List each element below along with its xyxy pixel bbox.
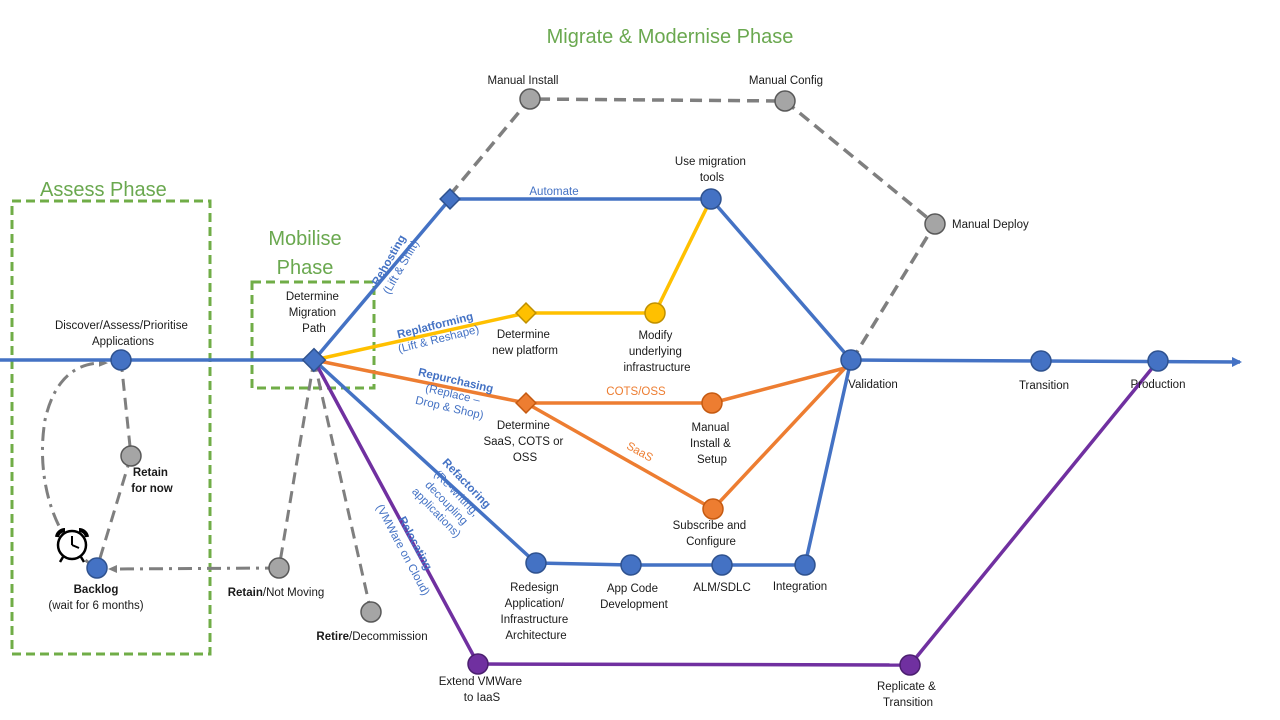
- label-retire: Retire/Decommission: [316, 631, 427, 643]
- node-alm[interactable]: [711, 554, 733, 576]
- label-determine-path: Determine Migration Path: [286, 291, 342, 335]
- node-determine-saas-diamond[interactable]: [515, 392, 537, 414]
- node-production[interactable]: [1147, 350, 1169, 372]
- node-extend-vmware[interactable]: [467, 653, 489, 675]
- label-extend-vmware: Extend VMWare to IaaS: [439, 676, 526, 704]
- label-retain-not-moving: Retain/Not Moving: [228, 587, 325, 599]
- label-alm: ALM/SDLC: [693, 582, 751, 594]
- node-subscribe-configure[interactable]: [702, 498, 724, 520]
- node-use-migration-tools[interactable]: [700, 188, 722, 210]
- label-integration: Integration: [773, 581, 827, 593]
- label-determine-saas: Determine SaaS, COTS or OSS: [483, 420, 566, 464]
- node-discover[interactable]: [110, 349, 132, 371]
- dashed-retain-retire: [95, 359, 373, 613]
- label-manual-install: Manual Install: [488, 75, 559, 87]
- label-manual-config: Manual Config: [749, 75, 823, 87]
- label-use-migration-tools: Use migration tools: [675, 156, 749, 184]
- assess-phase-title: Assess Phase: [40, 179, 167, 201]
- label-modify-infra: Modify underlying infrastructure: [623, 330, 690, 374]
- node-manual-deploy[interactable]: [924, 213, 946, 235]
- node-redesign[interactable]: [525, 552, 547, 574]
- label-transition: Transition: [1019, 380, 1069, 392]
- label-manual-deploy: Manual Deploy: [952, 219, 1029, 231]
- node-determine-path-diamond[interactable]: [301, 347, 327, 373]
- node-validation[interactable]: [840, 349, 862, 371]
- node-manual-install-setup[interactable]: [701, 392, 723, 414]
- node-retain-for-now[interactable]: [120, 445, 142, 467]
- assess-phase-box: [10, 199, 212, 656]
- node-retain-not-moving[interactable]: [268, 557, 290, 579]
- label-retain-for-now: Retain for now: [131, 467, 173, 495]
- node-manual-config[interactable]: [774, 90, 796, 112]
- mobilise-phase-box: [250, 280, 376, 390]
- label-determine-platform: Determine new platform: [492, 329, 558, 357]
- label-validation: Validation: [848, 379, 898, 391]
- node-backlog[interactable]: [86, 557, 108, 579]
- node-replicate[interactable]: [899, 654, 921, 676]
- node-determine-platform-diamond[interactable]: [515, 302, 537, 324]
- label-subscribe-configure: Subscribe and Configure: [673, 520, 750, 548]
- label-manual-install-setup: Manual Install & Setup: [690, 422, 734, 466]
- orange-paths: [313, 358, 847, 511]
- path-label-refactoring: Refactoring (Re-writing, decoupling appl…: [409, 457, 492, 541]
- edge-label-automate: Automate: [529, 186, 578, 198]
- purple-paths: [312, 359, 1160, 667]
- yellow-paths: [313, 198, 713, 362]
- edge-label-cots-oss: COTS/OSS: [606, 386, 666, 398]
- label-backlog-sub: (wait for 6 months): [48, 600, 143, 612]
- migrate-phase-title: Migrate & Modernise Phase: [547, 26, 794, 48]
- label-production: Production: [1131, 379, 1186, 391]
- node-retire[interactable]: [360, 601, 382, 623]
- node-transition[interactable]: [1030, 350, 1052, 372]
- node-manual-install[interactable]: [519, 88, 541, 110]
- node-modify-infra[interactable]: [644, 302, 666, 324]
- label-app-code: App Code Development: [600, 583, 669, 611]
- label-redesign: Redesign Application/ Infrastructure Arc…: [501, 582, 572, 642]
- label-backlog: Backlog: [74, 584, 119, 596]
- alarm-clock-icon: [55, 527, 89, 563]
- label-replicate: Replicate & Transition: [877, 681, 939, 709]
- label-discover: Discover/Assess/Prioritise Applications: [55, 320, 191, 348]
- node-app-code[interactable]: [620, 554, 642, 576]
- node-automate-diamond[interactable]: [439, 188, 461, 210]
- mobilise-phase-subtitle: Phase: [277, 257, 334, 279]
- dashed-manual-path: [448, 97, 938, 361]
- mobilise-phase-title: Mobilise: [268, 228, 341, 250]
- node-integration[interactable]: [794, 554, 816, 576]
